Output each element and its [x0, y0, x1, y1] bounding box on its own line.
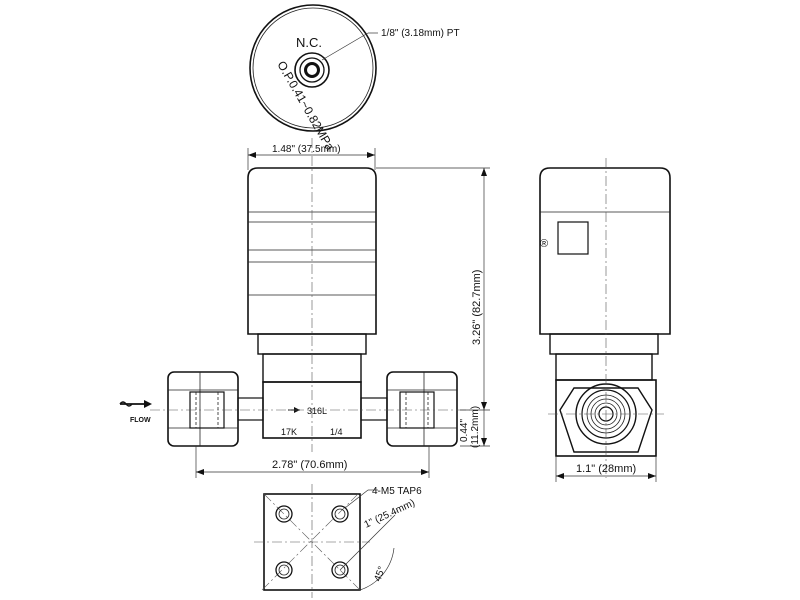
angle-label: 45° [372, 565, 388, 583]
registered-mark: ® [540, 238, 548, 250]
left-fitting [167, 371, 264, 447]
port-fitting-mid [299, 57, 325, 83]
body-material-label: 316L [307, 406, 327, 416]
offset-label-mm: (11.2mm) [470, 406, 481, 448]
flow-label: FLOW [130, 417, 151, 424]
height-label: 3.26" (82.7mm) [471, 270, 483, 345]
offset-label-in: 0.44" [459, 419, 470, 442]
body-code-right: 1/4 [330, 427, 343, 437]
tap-hole [331, 561, 349, 579]
tap-label: 4-M5 TAP6 [372, 486, 422, 497]
top-view-outer-circle [249, 4, 377, 132]
tap-leader-line [344, 489, 369, 509]
pitch-dimension-line [339, 514, 396, 571]
bottom-view: 4-M5 TAP6 1" (25.4mm) 45° [254, 484, 422, 598]
side-bonnet-lower [555, 353, 653, 381]
top-view: N.C. O.P.0.41~0.82MPa 1/8" (3.18mm) PT [249, 4, 460, 153]
body-code-left: 17K [281, 427, 297, 437]
port-fitting-outer [294, 52, 330, 88]
port-label: 1/8" (3.18mm) PT [381, 28, 460, 39]
actuator-cap [247, 167, 377, 335]
width-label: 1.48" (37.5mm) [272, 144, 341, 155]
top-view-inner-rim [252, 7, 374, 129]
front-view: 1.48" (37.5mm) 316L 17K 1/4 [119, 138, 490, 478]
port-leader-line [321, 32, 369, 61]
pitch-label: 1" (25.4mm) [363, 498, 417, 531]
right-fitting [360, 371, 458, 447]
flow-indicator: FLOW [119, 400, 152, 424]
side-label-plate [557, 221, 589, 255]
angle-arc [359, 547, 395, 591]
nc-label: N.C. [296, 35, 322, 50]
side-view: ® 1.1" (28mm) [539, 158, 671, 482]
tap-hole [275, 561, 293, 579]
length-label: 2.78" (70.6mm) [272, 459, 347, 471]
tap-hole [331, 505, 349, 523]
side-width-label: 1.1" (28mm) [576, 463, 636, 475]
port-fitting-bore [307, 65, 317, 75]
side-bonnet-upper [549, 333, 659, 355]
side-actuator-cap [539, 167, 671, 335]
tap-hole [275, 505, 293, 523]
side-port-hex [559, 387, 653, 453]
